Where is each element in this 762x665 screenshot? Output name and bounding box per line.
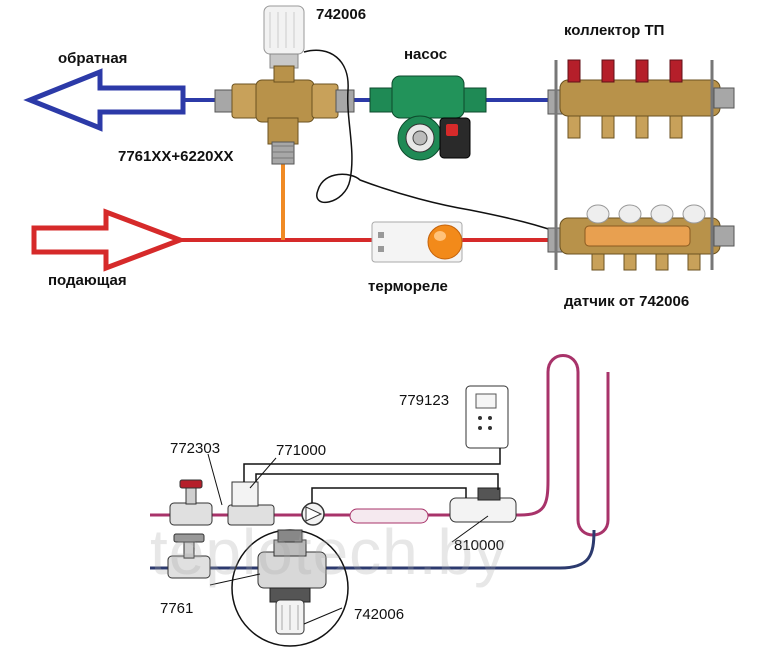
return-line-label: обратная xyxy=(58,50,128,67)
sensor-tube xyxy=(349,508,429,524)
capillary-wire xyxy=(303,49,566,236)
thermostat-779123 xyxy=(465,385,509,449)
actuator-code-label: 771000 xyxy=(276,442,327,459)
thermo-relay xyxy=(371,221,463,263)
pump-body xyxy=(369,75,487,161)
leader-lines xyxy=(207,453,489,625)
pump-symbol xyxy=(301,502,325,526)
valve-head-bottom-code-label: 742006 xyxy=(354,606,405,623)
valve-head-code-label: 742006 xyxy=(316,6,367,23)
balancing-valve-upper xyxy=(169,479,213,526)
balancing-valve-lower xyxy=(167,533,211,579)
mixing-valve xyxy=(257,529,327,635)
floor-loop-return xyxy=(150,529,596,570)
thermostat-code-label: 779123 xyxy=(399,392,450,409)
watermark: teplotech.by xyxy=(150,516,508,588)
thermo-relay-label: термореле xyxy=(368,278,448,295)
valve-code-label: 7761XX+6220XX xyxy=(118,148,234,165)
supply-arrow xyxy=(31,208,188,272)
actuator-valve xyxy=(227,481,275,526)
balancing-valve-code-label: 772303 xyxy=(170,440,221,457)
valve-thermo-head xyxy=(263,5,305,83)
manifold-label: коллектор ТП xyxy=(564,22,665,39)
controller-810000 xyxy=(449,487,517,523)
sensor-label: датчик от 742006 xyxy=(564,293,690,310)
supply-line-label: подающая xyxy=(48,272,127,289)
floor-loop-supply xyxy=(150,354,610,537)
mixing-valve-code-label: 7761 xyxy=(160,600,194,617)
three-way-valve xyxy=(214,79,355,165)
control-wires xyxy=(243,448,501,503)
pump-label: насос xyxy=(404,46,448,63)
manifold xyxy=(547,59,735,271)
return-arrow xyxy=(23,68,186,132)
controller-code-label: 810000 xyxy=(454,537,505,554)
